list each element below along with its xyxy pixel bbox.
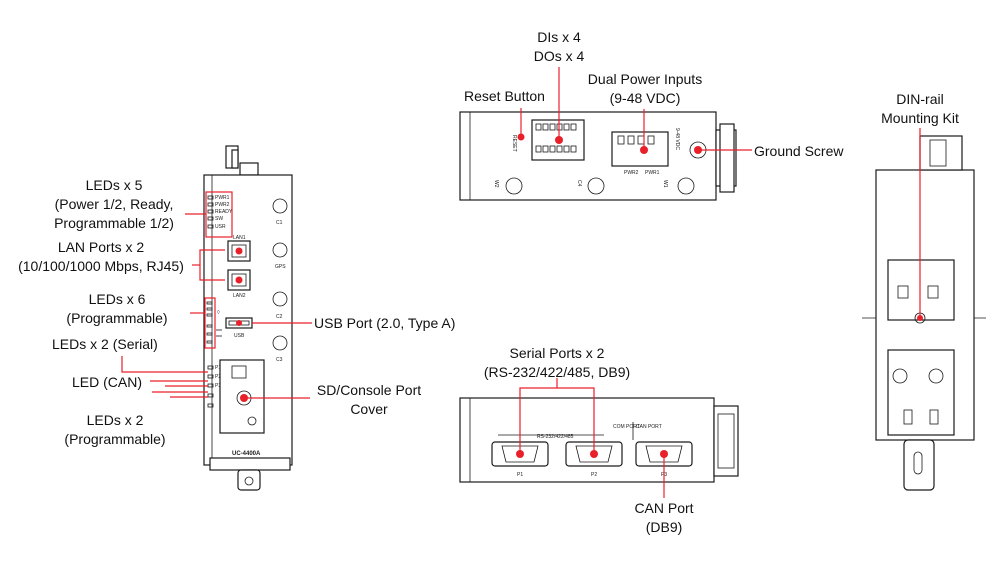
led-ready-label: READY [215,209,233,215]
p2-port-label: P2 [591,472,597,478]
gps-label: GPS [275,264,286,270]
com-port-label: COM PORT [613,424,640,430]
can-port-label: CAN PORT [636,424,662,430]
callout-usb-port: USB Port (2.0, Type A) [314,315,456,331]
bottom-leaders [519,378,665,498]
w2-label: W2 [493,180,499,188]
callout-leds-prog2: LEDs x 2 (Programmable) [64,412,166,447]
lan1-label: LAN1 [233,235,246,241]
front-leaders [121,213,312,399]
led-sw-label: SW [215,216,223,222]
c3-label: C3 [276,357,283,363]
led-pwr1-label: PWR1 [215,195,230,201]
led-usr-label: USR [215,224,226,230]
svg-text:⌔: ⌔ [216,310,221,316]
pwr1-label: PWR1 [645,170,660,176]
callout-din-rail: DIN-rail Mounting Kit [881,91,959,126]
callout-power: Dual Power Inputs (9-48 VDC) [587,71,703,106]
callout-dio: DIs x 4 DOs x 4 [533,29,585,64]
callout-leds-serial: LEDs x 2 (Serial) [52,336,158,352]
p2-led-label: P2 [215,374,221,380]
w1-label: W1 [662,180,668,188]
vdc-label: 9-48 VDC [674,128,680,150]
bottom-view: RS-232/422/485 COM PORT CAN PORT P1 P2 P… [459,397,739,483]
c2-label: C2 [276,314,283,320]
callout-led-can: LED (CAN) [72,374,143,390]
top-view: RESET PWR2 PWR1 9-48 VDC W2 C4 [459,111,737,201]
usb-label: USB [234,333,245,339]
p1-port-label: P1 [517,472,523,478]
rs-label: RS-232/422/485 [537,434,574,440]
callout-leds-prog6: LEDs x 6 (Programmable) [66,291,168,326]
pwr2-label: PWR2 [624,170,639,176]
side-view [862,135,986,491]
callout-reset: Reset Button [464,88,545,104]
lan2-label: LAN2 [233,293,246,299]
callout-sd-console: SD/Console Port Cover [316,382,422,417]
callout-can-port: CAN Port (DB9) [634,500,694,535]
model-label: UC-4400A [232,451,261,457]
callout-serial-ports: Serial Ports x 2 (RS-232/422/485, DB9) [483,345,631,380]
reset-label: RESET [511,135,517,152]
top-leaders [520,67,752,151]
c4-label: C4 [576,180,582,187]
callout-leds-power: LEDs x 5 (Power 1/2, Ready, Programmable… [54,177,174,231]
c1-label: C1 [276,220,283,226]
p1-led-label: P1 [215,365,221,371]
p3-led-label: P3 [215,383,221,389]
callout-lan-ports: LAN Ports x 2 (10/100/1000 Mbps, RJ45) [18,239,184,274]
callout-ground: Ground Screw [754,143,844,159]
led-pwr2-label: PWR2 [215,202,230,208]
front-view: PWR1 PWR2 READY SW USR LAN1 LAN2 C1 GPS … [203,145,293,491]
